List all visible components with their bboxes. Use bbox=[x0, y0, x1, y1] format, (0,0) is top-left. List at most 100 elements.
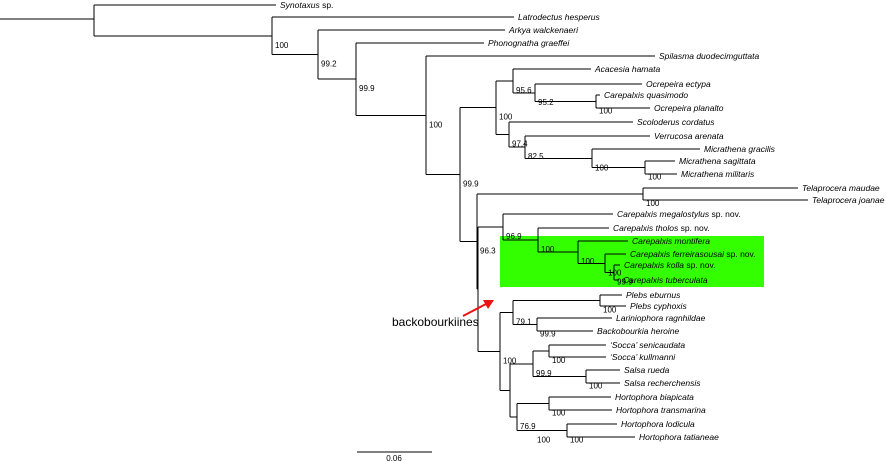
taxon-label: Hortophora biapicata bbox=[615, 392, 694, 402]
taxon-name: Spilasma duodecimguttata bbox=[659, 51, 759, 61]
support-value: 95.2 bbox=[538, 98, 554, 107]
taxon-name: Ocrepeira ectypa bbox=[646, 79, 711, 89]
taxon-name: Salsa recherchensis bbox=[624, 378, 701, 388]
taxon-name: Plebs cyphoxis bbox=[630, 301, 687, 311]
taxon-label: Carepalxis kolla sp. nov. bbox=[624, 260, 716, 270]
taxon-label: ‘Socca’ senicaudata bbox=[610, 340, 685, 350]
taxon-label: Backobourkia heroine bbox=[597, 326, 679, 336]
taxon-name: Carepalxis quasimodo bbox=[604, 90, 688, 100]
support-value: 95.6 bbox=[516, 86, 532, 95]
taxon-label: Micrathena sagittata bbox=[679, 156, 756, 166]
taxon-label: Plebs eburnus bbox=[626, 290, 681, 300]
taxon-label: Arkya walckenaeri bbox=[508, 25, 579, 35]
taxon-label: Acacesia hamata bbox=[594, 64, 660, 74]
support-value: 79.1 bbox=[516, 318, 532, 327]
support-value: 100 bbox=[608, 268, 622, 277]
taxon-name: Hortophora biapicata bbox=[615, 392, 694, 402]
taxon-name: Verrucosa arenata bbox=[654, 131, 724, 141]
taxon-label: Spilasma duodecimguttata bbox=[659, 51, 759, 61]
taxon-name: Carepalxis megalostylus bbox=[617, 209, 710, 219]
taxon-suffix: sp. bbox=[320, 0, 334, 10]
taxon-name: Telaprocera joanae bbox=[812, 195, 885, 205]
taxon-name: ‘Socca’ kullmanni bbox=[610, 352, 676, 362]
taxon-label: Scoloderus cordatus bbox=[637, 117, 715, 127]
support-value: 100 bbox=[275, 41, 289, 50]
taxon-name: Plebs eburnus bbox=[626, 290, 681, 300]
taxon-name: ‘Socca’ senicaudata bbox=[610, 340, 685, 350]
taxon-label: Ocrepeira planalto bbox=[654, 103, 724, 113]
support-value: 99.9 bbox=[540, 330, 556, 339]
support-value: 100 bbox=[552, 356, 566, 365]
taxon-name: Salsa rueda bbox=[624, 365, 670, 375]
taxon-label: Hortophora transmarina bbox=[616, 405, 706, 415]
taxon-label: Micrathena gracilis bbox=[704, 144, 776, 154]
taxon-label: Plebs cyphoxis bbox=[630, 301, 687, 311]
support-value: 76.9 bbox=[520, 422, 536, 431]
support-value: 100 bbox=[499, 113, 513, 122]
taxon-label: Micrathena militaris bbox=[681, 169, 755, 179]
taxon-suffix: sp. nov. bbox=[724, 249, 756, 259]
support-value: 100 bbox=[429, 120, 443, 129]
support-value: 100 bbox=[581, 257, 595, 266]
taxon-label: Ocrepeira ectypa bbox=[646, 79, 711, 89]
support-value: 100 bbox=[595, 163, 609, 172]
taxon-name: Carepalxis kolla bbox=[624, 260, 684, 270]
support-value: 99.9 bbox=[617, 278, 633, 287]
support-value: 96.3 bbox=[480, 247, 496, 256]
clade-annotation: backobourkiines bbox=[392, 315, 479, 329]
taxon-label: Hortophora tatianeae bbox=[639, 432, 719, 442]
taxon-name: Arkya walckenaeri bbox=[508, 25, 579, 35]
support-value: 100 bbox=[570, 436, 584, 445]
taxon-name: Micrathena sagittata bbox=[679, 156, 756, 166]
taxon-label: Lariniophora ragnhildae bbox=[616, 313, 706, 323]
branches bbox=[0, 4, 808, 453]
support-value: 100 bbox=[646, 199, 660, 208]
taxon-name: Hortophora lodicula bbox=[621, 419, 695, 429]
support-value: 100 bbox=[503, 356, 517, 365]
taxon-name: Ocrepeira planalto bbox=[654, 103, 724, 113]
taxon-name: Carepalxis tholos bbox=[613, 223, 679, 233]
support-value: 100 bbox=[599, 107, 613, 116]
taxon-name: Backobourkia heroine bbox=[597, 326, 679, 336]
taxon-name: Carepalxis montifera bbox=[632, 236, 710, 246]
taxon-label: Carepalxis megalostylus sp. nov. bbox=[617, 209, 741, 219]
taxon-label: Salsa recherchensis bbox=[624, 378, 701, 388]
taxon-label: Telaprocera joanae bbox=[812, 195, 885, 205]
taxon-name: Micrathena gracilis bbox=[704, 144, 776, 154]
taxon-name: Latrodectus hesperus bbox=[518, 12, 600, 22]
support-value: 100 bbox=[552, 409, 566, 418]
taxon-name: Hortophora tatianeae bbox=[639, 432, 719, 442]
highlight-box bbox=[500, 236, 764, 287]
support-value: 82.5 bbox=[528, 152, 544, 161]
support-value: 99.9 bbox=[536, 369, 552, 378]
support-value: 100 bbox=[537, 436, 551, 445]
taxon-label: Verrucosa arenata bbox=[654, 131, 724, 141]
taxon-label: Latrodectus hesperus bbox=[518, 12, 600, 22]
taxon-name: Carepalxis ferreirasousai bbox=[630, 249, 725, 259]
taxon-suffix: sp. nov. bbox=[709, 209, 741, 219]
taxon-suffix: sp. nov. bbox=[684, 260, 716, 270]
annotation-arrow-head bbox=[483, 300, 494, 309]
taxon-label: Salsa rueda bbox=[624, 365, 670, 375]
taxon-label: Carepalxis quasimodo bbox=[604, 90, 688, 100]
taxon-name: Synotaxus bbox=[280, 0, 320, 10]
taxon-label: Telaprocera maudae bbox=[802, 183, 880, 193]
taxon-label: ‘Socca’ kullmanni bbox=[610, 352, 676, 362]
taxon-name: Hortophora transmarina bbox=[616, 405, 706, 415]
support-value: 99.9 bbox=[359, 84, 375, 93]
support-value: 100 bbox=[648, 173, 662, 182]
taxon-label: Carepalxis tuberculata bbox=[623, 275, 708, 285]
taxon-name: Micrathena militaris bbox=[681, 169, 755, 179]
scale-bar-label: 0.06 bbox=[386, 454, 402, 461]
taxon-label: Carepalxis montifera bbox=[632, 236, 710, 246]
taxon-label: Carepalxis tholos sp. nov. bbox=[613, 223, 710, 233]
taxon-label: Phonognatha graeffei bbox=[488, 38, 570, 48]
taxon-label: Hortophora lodicula bbox=[621, 419, 695, 429]
support-value: 100 bbox=[589, 382, 603, 391]
taxon-name: Scoloderus cordatus bbox=[637, 117, 715, 127]
taxon-suffix: sp. nov. bbox=[678, 223, 710, 233]
support-value: 100 bbox=[541, 245, 555, 254]
taxon-name: Carepalxis tuberculata bbox=[623, 275, 708, 285]
